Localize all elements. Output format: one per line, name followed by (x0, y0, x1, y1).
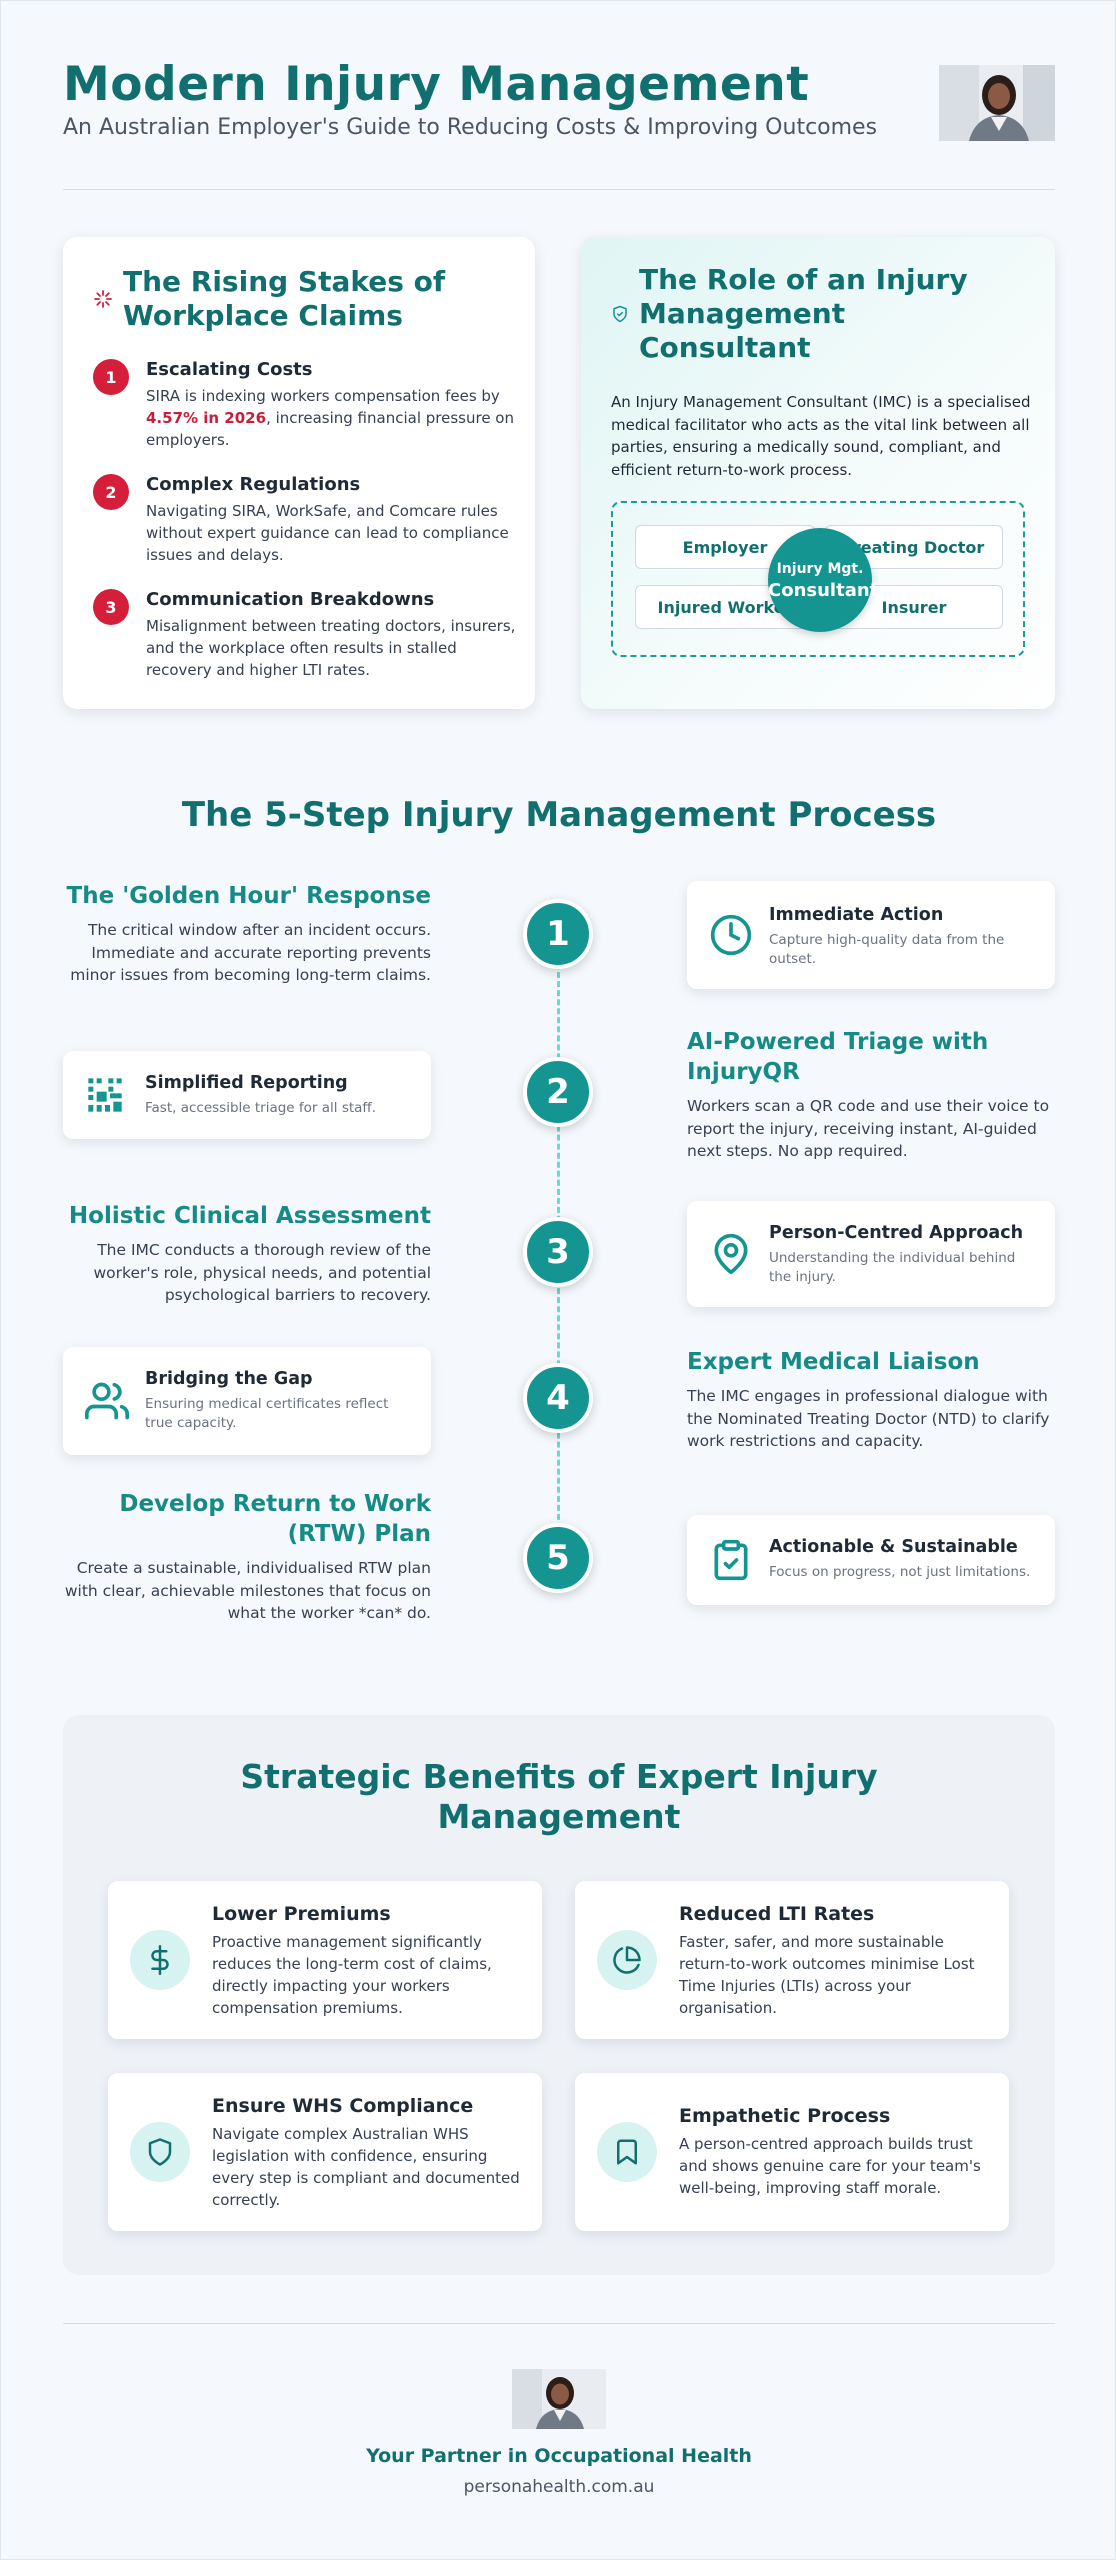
step-heading-line: InjuryQR (687, 1059, 800, 1085)
step-heading: Expert Medical Liaison (687, 1349, 980, 1375)
step-text: The IMC engages in professional dialogue… (687, 1387, 1050, 1450)
stake-text: Navigating SIRA, WorkSafe, and Comcare r… (146, 502, 509, 564)
stake-heading: Communication Breakdowns (146, 589, 435, 610)
consultant-role-title-line: The Role of an Injury (639, 263, 968, 296)
qr-code-icon (88, 1078, 122, 1112)
step-card-text: Ensuring medical certificates reflect tr… (145, 1396, 389, 1431)
consultant-role-title-line: Management (639, 297, 846, 330)
pie-chart-icon (597, 1930, 657, 1990)
benefit-text: Faster, safer, and more sustainable retu… (679, 1933, 975, 2017)
stake-heading: Escalating Costs (146, 359, 313, 380)
rising-stakes-title-line: Workplace Claims (123, 299, 403, 332)
map-pin-icon (714, 1233, 748, 1275)
step-card: Actionable & Sustainable Focus on progre… (687, 1515, 1055, 1605)
stakeholder-diagram: Employer Treating Doctor Injured Worker … (611, 501, 1025, 657)
users-icon (85, 1382, 129, 1420)
benefit-heading: Ensure WHS Compliance (212, 2095, 474, 2117)
stake-heading: Complex Regulations (146, 474, 361, 495)
consultant-role-title-line: Consultant (639, 331, 811, 364)
burst-icon (94, 290, 112, 308)
benefit-text: A person-centred approach builds trust a… (679, 2135, 981, 2197)
benefit-heading: Lower Premiums (212, 1903, 391, 1925)
step-card-text: Capture high-quality data from the outse… (769, 932, 1005, 967)
process-title: The 5-Step Injury Management Process (181, 795, 937, 835)
consultant-role-text: An Injury Management Consultant (IMC) is… (611, 393, 1031, 479)
step-card-title: Bridging the Gap (145, 1369, 313, 1389)
consultant-role-card: The Role of an Injury Management Consult… (581, 237, 1055, 709)
benefits-section: Strategic Benefits of Expert Injury Mana… (63, 1715, 1055, 2275)
benefit-heading: Reduced LTI Rates (679, 1903, 875, 1925)
step-heading: The 'Golden Hour' Response (66, 883, 431, 909)
benefits-title-line: Strategic Benefits of Expert Injury (240, 1757, 878, 1796)
consultant-hub-line: Injury Mgt. (776, 561, 864, 577)
step-heading: Develop Return to Work (RTW) Plan (63, 1489, 431, 1549)
step-heading-line: Develop Return to Work (119, 1491, 431, 1517)
step-heading: Holistic Clinical Assessment (68, 1203, 431, 1229)
step-card-text: Focus on progress, not just limitations. (769, 1564, 1031, 1580)
benefit-text: Proactive management significantly reduc… (212, 1933, 492, 2017)
step-number: 2 (523, 1057, 593, 1127)
step-card-title: Immediate Action (769, 905, 944, 925)
step-text: The critical window after an incident oc… (70, 921, 431, 984)
rising-stakes-title-line: The Rising Stakes of (123, 265, 446, 298)
step-card: Simplified Reporting Fast, accessible tr… (63, 1051, 431, 1139)
footer-consultant-photo (512, 2369, 606, 2429)
step-text: Create a sustainable, individualised RTW… (64, 1559, 431, 1622)
number-badge: 3 (93, 589, 129, 625)
step-card-title: Actionable & Sustainable (769, 1537, 1018, 1557)
benefit-card: Reduced LTI Rates Faster, safer, and mor… (575, 1881, 1009, 2039)
step-text: Workers scan a QR code and use their voi… (687, 1097, 1050, 1160)
rising-stakes-card: The Rising Stakes of Workplace Claims 1 … (63, 237, 535, 709)
step-number: 5 (523, 1523, 593, 1593)
step-card: Person-Centred Approach Understanding th… (687, 1201, 1055, 1307)
shield-icon (130, 2122, 190, 2182)
stake-text-part: , increasing financial pressure on emplo… (146, 409, 514, 449)
fee-increase-highlight: 4.57% in 2026 (146, 409, 267, 427)
step-card: Immediate Action Capture high-quality da… (687, 881, 1055, 989)
step-card-text: Understanding the individual behind the … (769, 1250, 1016, 1285)
consultant-hub: Injury Mgt. Consultant (768, 528, 879, 632)
benefit-heading: Empathetic Process (679, 2105, 891, 2127)
dollar-icon (130, 1930, 190, 1990)
number-badge: 1 (93, 359, 129, 395)
page-title: Modern Injury Management (63, 57, 810, 112)
step-card: Bridging the Gap Ensuring medical certif… (63, 1347, 431, 1455)
benefit-text: Navigate complex Australian WHS legislat… (212, 2125, 520, 2209)
number-badge: 2 (93, 474, 129, 510)
step-card-text: Fast, accessible triage for all staff. (145, 1100, 377, 1116)
bookmark-icon (597, 2122, 657, 2182)
footer-divider (63, 2323, 1055, 2324)
benefit-card: Empathetic Process A person-centred appr… (575, 2073, 1009, 2231)
page-subtitle: An Australian Employer's Guide to Reduci… (63, 115, 878, 140)
clipboard-check-icon (714, 1539, 748, 1581)
step-number: 4 (523, 1363, 593, 1433)
footer-tagline: Your Partner in Occupational Health (366, 2445, 752, 2467)
consultant-hub-line: Consultant (768, 580, 879, 601)
benefit-card: Lower Premiums Proactive management sign… (108, 1881, 542, 2039)
consultant-role-title: The Role of an Injury Management Consult… (639, 263, 968, 365)
shield-check-icon (613, 305, 627, 323)
step-heading: AI-Powered Triage with InjuryQR (687, 1027, 1055, 1087)
step-number: 1 (523, 899, 593, 969)
benefits-title: Strategic Benefits of Expert Injury Mana… (63, 1757, 1055, 1837)
benefit-card: Ensure WHS Compliance Navigate complex A… (108, 2073, 542, 2231)
step-number: 3 (523, 1217, 593, 1287)
stake-text-part: SIRA is indexing workers compensation fe… (146, 387, 500, 405)
rising-stakes-title: The Rising Stakes of Workplace Claims (123, 265, 445, 333)
step-text: The IMC conducts a thorough review of th… (93, 1241, 431, 1304)
consultant-photo (939, 65, 1055, 141)
step-card-title: Person-Centred Approach (769, 1223, 1024, 1243)
header-divider (63, 189, 1055, 190)
stake-text: Misalignment between treating doctors, i… (146, 617, 516, 679)
stake-text: SIRA is indexing workers compensation fe… (146, 385, 516, 451)
footer-website-link[interactable]: personahealth.com.au (463, 2477, 655, 2497)
step-card-title: Simplified Reporting (145, 1073, 348, 1093)
step-heading-line: AI-Powered Triage with (687, 1029, 989, 1055)
clock-icon (710, 914, 752, 956)
benefits-title-line: Management (437, 1797, 681, 1836)
step-heading-line: (RTW) Plan (287, 1521, 431, 1547)
